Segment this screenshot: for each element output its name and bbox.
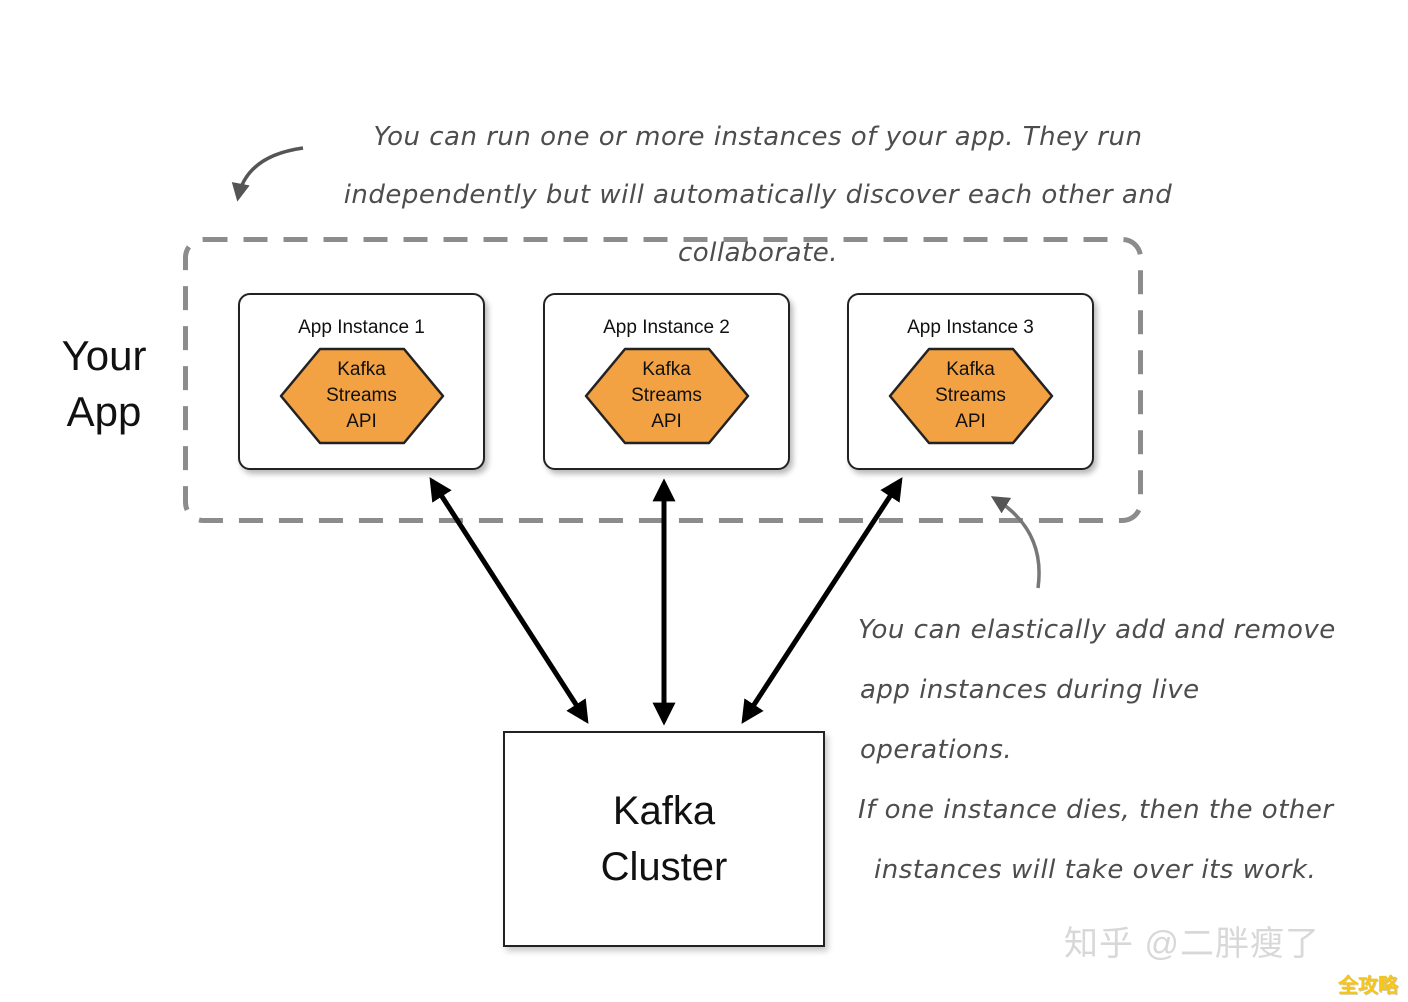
hexagon-shape	[279, 347, 444, 445]
right-annotation-line-4: instances will take over its work.	[874, 855, 1317, 885]
kafka-streams-api-label: Kafka Streams API	[935, 359, 1006, 432]
right-annotation: You can elastically add and remove app i…	[858, 600, 1358, 900]
kafka-streams-hexagon: Kafka Streams API	[887, 347, 1055, 445]
top-annotation-line-1: You can run one or more instances of you…	[373, 122, 1143, 152]
right-annotation-line-1: You can elastically add and remove	[858, 615, 1336, 645]
kafka-streams-hexagon: Kafka Streams API	[278, 347, 446, 445]
kafka-streams-hexagon: Kafka Streams API	[583, 347, 751, 445]
watermark: 知乎 @二胖瘦了	[1064, 925, 1320, 963]
app-instance-1-card: App Instance 1 Kafka Streams API	[238, 293, 485, 470]
top-annotation: You can run one or more instances of you…	[278, 108, 1238, 282]
hexagon-shape	[888, 347, 1053, 445]
kafka-streams-api-label: Kafka Streams API	[326, 359, 397, 432]
hexagon-shape	[584, 347, 749, 445]
top-annotation-line-2: independently but will automatically dis…	[343, 180, 1173, 268]
right-annotation-line-2: app instances during live operations.	[860, 675, 1200, 765]
kafka-cluster-box: Kafka Cluster	[503, 731, 825, 947]
app-instance-2-card: App Instance 2 Kafka Streams API	[543, 293, 790, 470]
kafka-streams-api-label: Kafka Streams API	[631, 359, 702, 432]
your-app-label: Your App	[61, 332, 147, 435]
kafka-cluster-label: Kafka Cluster	[600, 789, 728, 889]
app-instance-3-card: App Instance 3 Kafka Streams API	[847, 293, 1094, 470]
app-instance-2-title: App Instance 2	[603, 317, 730, 338]
corner-tag: 全攻略	[1338, 975, 1398, 997]
app-instance-1-title: App Instance 1	[298, 317, 425, 338]
right-annotation-arrow	[990, 496, 1041, 589]
arrow-instance1-cluster	[429, 477, 589, 724]
app-instance-3-title: App Instance 3	[907, 317, 1034, 338]
right-annotation-line-3: If one instance dies, then the other	[858, 795, 1334, 825]
